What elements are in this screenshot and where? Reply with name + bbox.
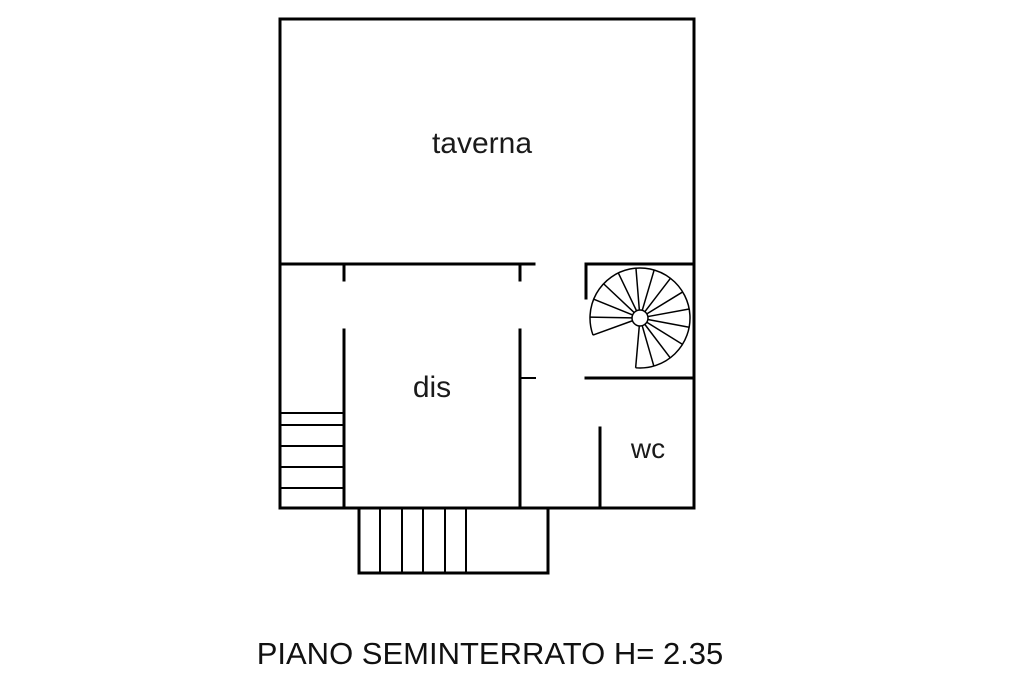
spiral-tread xyxy=(593,298,633,316)
spiral-tread xyxy=(646,291,684,315)
spiral-tread xyxy=(647,318,690,329)
spiral-tread xyxy=(635,268,641,311)
bottom-stair xyxy=(357,506,550,575)
spiral-tread xyxy=(641,269,655,311)
bottom-stair-outline xyxy=(357,506,550,575)
room-label-wc: wc xyxy=(630,433,665,464)
spiral-tread xyxy=(646,321,683,345)
spiral-staircase xyxy=(589,267,691,369)
spiral-tread xyxy=(644,323,671,359)
spiral-tread xyxy=(634,325,641,368)
spiral-tread xyxy=(641,325,655,367)
spiral-tread xyxy=(647,308,690,318)
room-label-taverna: taverna xyxy=(432,127,532,160)
spiral-center-post xyxy=(631,309,649,327)
spiral-tread xyxy=(603,283,635,314)
floor-caption: PIANO SEMINTERRATO H= 2.35 xyxy=(256,636,724,671)
spiral-tread xyxy=(617,272,638,312)
interior-walls xyxy=(278,262,696,510)
spiral-tread xyxy=(592,320,633,336)
spiral-tread xyxy=(644,277,672,313)
left-stair xyxy=(280,412,344,489)
room-label-dis: dis xyxy=(413,371,451,404)
spiral-tread xyxy=(589,316,633,319)
